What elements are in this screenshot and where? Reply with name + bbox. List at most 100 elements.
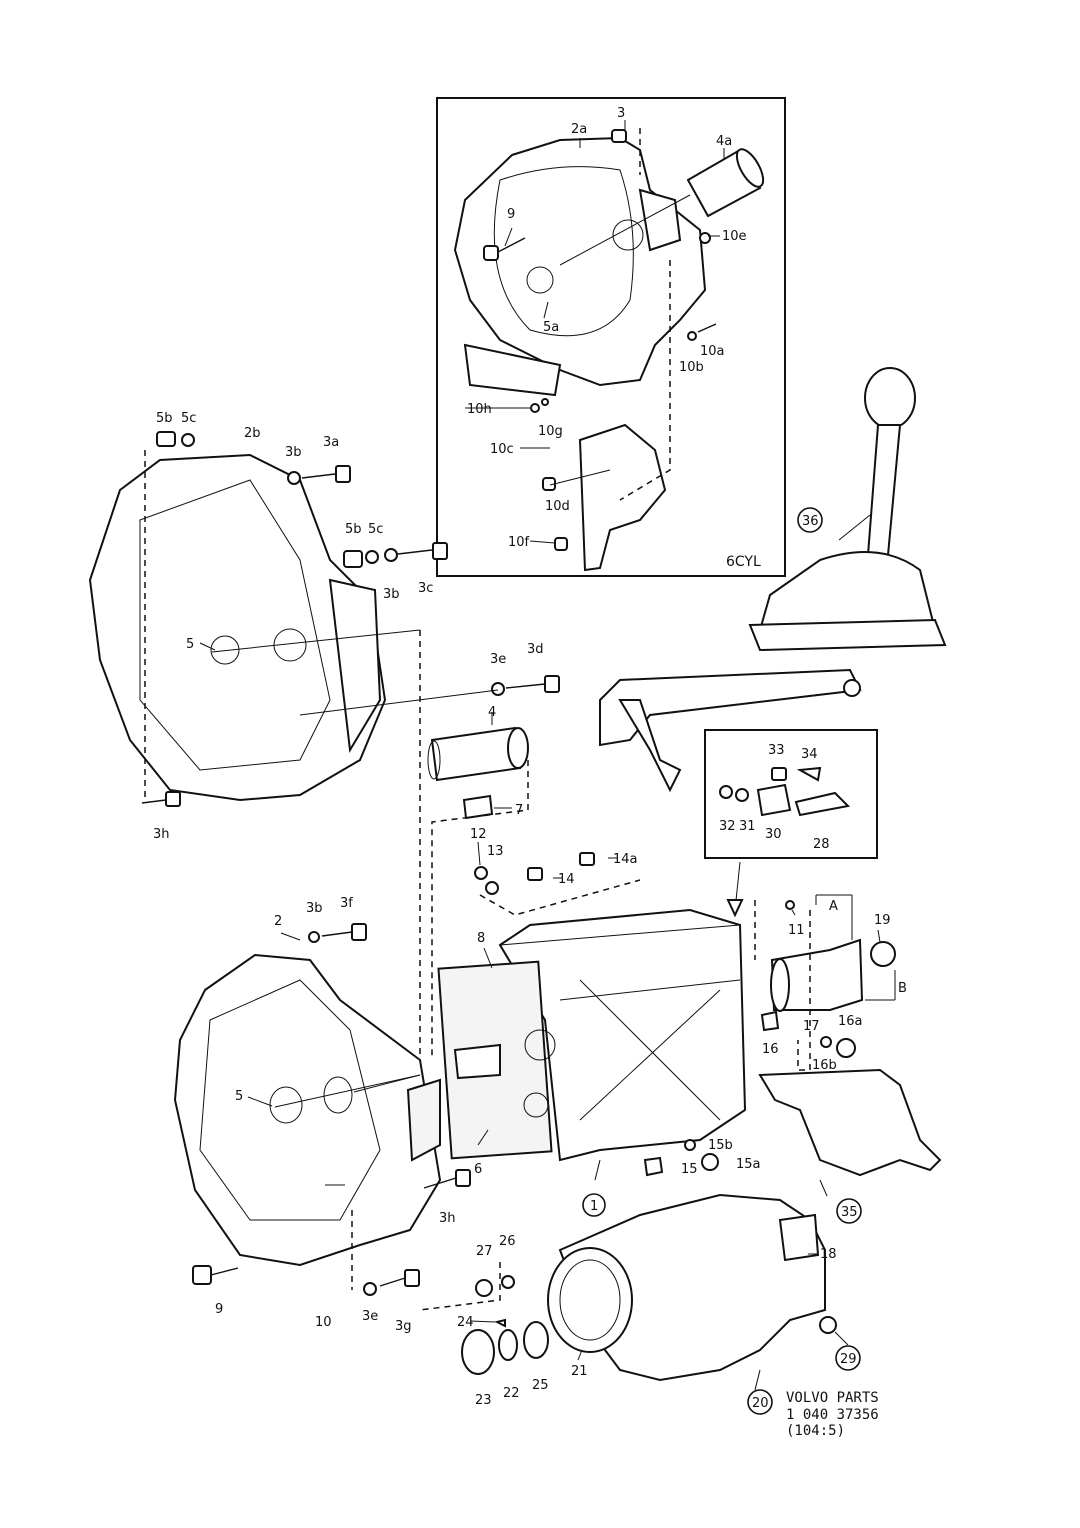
footer-line-3: (104:5) [786, 1423, 845, 1439]
footer-line-2: 1 040 37356 [786, 1407, 879, 1423]
inset-label-6cyl: 6CYL [726, 554, 761, 570]
label-3g: 3g [395, 1319, 412, 1334]
label-15a: 15a [736, 1157, 761, 1172]
label-16: 16 [762, 1042, 779, 1057]
label-15: 15 [681, 1162, 698, 1177]
label-11: 11 [788, 923, 805, 938]
label-6: 6 [474, 1162, 482, 1177]
label-14a: 14a [613, 852, 638, 867]
label-3e-1: 3e [490, 652, 506, 667]
label-3: 3 [617, 106, 625, 121]
label-10c: 10c [490, 442, 514, 457]
label-30: 30 [765, 827, 782, 842]
label-31: 31 [739, 819, 756, 834]
label-10d: 10d [545, 499, 570, 514]
speedo-parts-drawing [719, 766, 851, 817]
circled-labels: 36 1 35 20 29 [582, 507, 862, 1415]
label-5-lower: 5 [235, 1089, 243, 1104]
label-25: 25 [532, 1378, 549, 1393]
label-4: 4 [488, 705, 496, 720]
label-5-upper: 5 [186, 637, 194, 652]
leader-lines [199, 120, 896, 1391]
label-4a: 4a [716, 134, 732, 149]
sleeve-4a-drawing [686, 148, 765, 218]
label-3a: 3a [323, 435, 339, 450]
label-13: 13 [487, 844, 504, 859]
small-parts-22-27-drawing [461, 1275, 549, 1375]
bellhousing-2-drawing [173, 953, 442, 1267]
label-3b-2: 3b [383, 587, 400, 602]
inset-box-6cyl [436, 97, 786, 577]
label-10a: 10a [700, 344, 725, 359]
gear-lever-36-drawing [599, 367, 947, 793]
bellhousing-2a-drawing [453, 136, 707, 397]
gearbox-1-drawing [437, 908, 747, 1162]
plugs-15-drawing [643, 1139, 719, 1177]
label-16b: 16b [812, 1058, 837, 1073]
label-21: 21 [571, 1364, 588, 1379]
bush-7-drawing [462, 794, 494, 820]
label-24: 24 [457, 1315, 474, 1330]
circled-label-29: 29 [840, 1352, 857, 1367]
label-9-lower: 9 [215, 1302, 223, 1317]
label-3e-2: 3e [362, 1309, 378, 1324]
circled-label-20: 20 [752, 1396, 769, 1411]
label-17: 17 [803, 1019, 820, 1034]
overdrive-20-drawing [547, 1193, 837, 1382]
switches-12-14-drawing [474, 852, 595, 895]
label-33: 33 [768, 743, 785, 758]
label-12: 12 [470, 827, 487, 842]
label-22: 22 [503, 1386, 520, 1401]
bellhousing-2b-drawing [88, 453, 387, 802]
label-10-lower: 10 [315, 1315, 332, 1330]
sleeve-4-drawing [427, 726, 529, 782]
label-15b: 15b [708, 1138, 733, 1153]
footer-line-1: VOLVO PARTS [786, 1390, 879, 1406]
label-5b-1: 5b [156, 411, 173, 426]
output-flange-17-drawing [770, 900, 896, 1012]
label-3d: 3d [527, 642, 544, 657]
label-32: 32 [719, 819, 736, 834]
label-18: 18 [820, 1247, 837, 1262]
label-3f: 3f [340, 896, 353, 911]
cover-plate-10c-drawing [578, 423, 667, 572]
label-5c-1: 5c [181, 411, 196, 426]
lower-fasteners [192, 923, 471, 1296]
dimension-label-a: A [829, 899, 838, 914]
label-10g: 10g [538, 424, 563, 439]
label-19: 19 [874, 913, 891, 928]
label-3h-2: 3h [439, 1211, 456, 1226]
label-5b-2: 5b [345, 522, 362, 537]
label-10b: 10b [679, 360, 704, 375]
plugs-16-drawing [760, 1010, 856, 1058]
circled-label-35: 35 [841, 1205, 858, 1220]
bracket-35-drawing [758, 1068, 942, 1177]
label-3h-1: 3h [153, 827, 170, 842]
label-34: 34 [801, 747, 818, 762]
label-26: 26 [499, 1234, 516, 1249]
label-10f: 10f [508, 535, 530, 550]
part-reference-footer: VOLVO PARTS 1 040 37356 (104:5) [786, 1390, 879, 1439]
label-10h: 10h [467, 402, 492, 417]
label-5a: 5a [543, 320, 559, 335]
label-2: 2 [274, 914, 282, 929]
upper-left-fasteners [141, 431, 560, 807]
label-14: 14 [558, 872, 575, 887]
label-10e: 10e [722, 229, 747, 244]
label-3b-1: 3b [285, 445, 302, 460]
label-16a: 16a [838, 1014, 863, 1029]
circled-label-36: 36 [802, 514, 819, 529]
label-28: 28 [813, 837, 830, 852]
inset-bolts [483, 129, 717, 551]
label-3b-3: 3b [306, 901, 323, 916]
label-2a: 2a [571, 122, 587, 137]
part-labels: 3 2a 4a 9 10e 5a 10a 10b 10h 10g 10c 10d… [153, 106, 891, 1408]
label-2b: 2b [244, 426, 261, 441]
label-3c: 3c [418, 581, 433, 596]
label-9-inset: 9 [507, 207, 515, 222]
circled-label-1: 1 [590, 1199, 598, 1214]
speedo-inset-box [704, 729, 878, 859]
label-8: 8 [477, 931, 485, 946]
label-5c-2: 5c [368, 522, 383, 537]
